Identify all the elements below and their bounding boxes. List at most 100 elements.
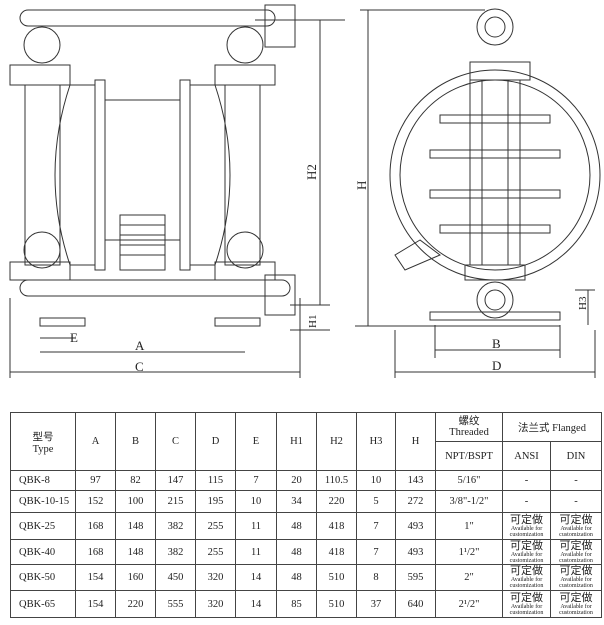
cell-h2: 510 xyxy=(316,590,357,618)
header-c: C xyxy=(155,412,196,471)
custom-cn: 可定做 xyxy=(510,539,543,552)
cell-thread: 2¹/2" xyxy=(435,590,503,618)
cell-a: 154 xyxy=(75,590,116,618)
header-type-cn: 型号 xyxy=(32,431,54,443)
cell-h1: 85 xyxy=(276,590,317,618)
cell-h2: 510 xyxy=(316,564,357,591)
cell-d: 115 xyxy=(195,470,236,491)
cell-thread: 3/8"-1/2" xyxy=(435,490,503,513)
custom-en: customization xyxy=(509,531,544,538)
cell-b: 100 xyxy=(115,490,156,513)
custom-en: customization xyxy=(559,583,593,589)
header-d: D xyxy=(195,412,236,471)
custom-cn: 可定做 xyxy=(559,539,593,552)
cell-thread: 1¹/2" xyxy=(435,539,503,565)
cell-h: 272 xyxy=(395,490,436,513)
header-type-en: Type xyxy=(32,443,54,455)
custom-en: customization xyxy=(509,609,544,616)
cell-a: 152 xyxy=(75,490,116,513)
cell-h2: 220 xyxy=(316,490,357,513)
custom-en: Available for xyxy=(560,551,592,558)
cell-h3: 37 xyxy=(356,590,396,618)
cell-h3: 7 xyxy=(356,512,396,540)
cell-c: 555 xyxy=(155,590,196,618)
side-view xyxy=(355,8,601,378)
cell-h: 143 xyxy=(395,470,436,491)
cell-type: QBK-8 xyxy=(10,470,76,491)
custom-en: Available for xyxy=(510,551,543,558)
cell-type: QBK-25 xyxy=(10,512,76,540)
dim-label-h1: H1 xyxy=(307,315,319,328)
cell-e: 7 xyxy=(235,470,277,491)
cell-din: - xyxy=(550,470,602,491)
header-b: B xyxy=(115,412,156,471)
custom-cn: 可定做 xyxy=(559,513,593,526)
dim-label-h: H xyxy=(354,181,369,190)
custom-cn: 可定做 xyxy=(510,591,543,604)
cell-thread: 1" xyxy=(435,512,503,540)
cell-e: 11 xyxy=(235,512,277,540)
cell-h1: 34 xyxy=(276,490,317,513)
cell-type: QBK-65 xyxy=(10,590,76,618)
header-h: H xyxy=(395,412,436,471)
cell-type: QBK-40 xyxy=(10,539,76,565)
cell-d: 255 xyxy=(195,512,236,540)
custom-en: customization xyxy=(559,531,593,538)
custom-en: Available for xyxy=(560,525,592,532)
cell-h: 595 xyxy=(395,564,436,591)
header-din: DIN xyxy=(550,441,602,471)
header-e: E xyxy=(235,412,277,471)
cell-ansi: - xyxy=(502,470,551,491)
cell-h3: 5 xyxy=(356,490,396,513)
header-threaded-cn: 螺纹 xyxy=(458,416,480,427)
header-h3: H3 xyxy=(356,412,396,471)
cell-h1: 20 xyxy=(276,470,317,491)
dim-label-c: C xyxy=(135,359,144,374)
dim-label-h2: H2 xyxy=(304,164,319,180)
custom-en: customization xyxy=(559,609,593,616)
cell-h: 640 xyxy=(395,590,436,618)
cell-d: 255 xyxy=(195,539,236,565)
cell-b: 148 xyxy=(115,539,156,565)
cell-d: 320 xyxy=(195,590,236,618)
custom-en: customization xyxy=(559,557,593,564)
custom-cn: 可定做 xyxy=(510,513,543,526)
custom-en: Available for xyxy=(510,577,543,583)
custom-en: customization xyxy=(509,583,544,589)
header-npt: NPT/BSPT xyxy=(435,441,503,471)
dim-label-d: D xyxy=(492,358,501,373)
header-ansi: ANSI xyxy=(502,441,551,471)
cell-c: 450 xyxy=(155,564,196,591)
cell-thread: 2" xyxy=(435,564,503,591)
cell-ansi: - xyxy=(502,490,551,513)
header-threaded-en: Threaded xyxy=(449,427,489,438)
cell-e: 14 xyxy=(235,564,277,591)
cell-h1: 48 xyxy=(276,539,317,565)
cell-a: 97 xyxy=(75,470,116,491)
cell-type: QBK-50 xyxy=(10,564,76,591)
cell-c: 215 xyxy=(155,490,196,513)
cell-h1: 48 xyxy=(276,564,317,591)
header-a: A xyxy=(75,412,116,471)
cell-c: 382 xyxy=(155,512,196,540)
cell-c: 147 xyxy=(155,470,196,491)
header-flanged: 法兰式 Flanged xyxy=(502,412,602,442)
header-h1: H1 xyxy=(276,412,317,471)
cell-d: 320 xyxy=(195,564,236,591)
custom-en: Available for xyxy=(560,577,592,583)
